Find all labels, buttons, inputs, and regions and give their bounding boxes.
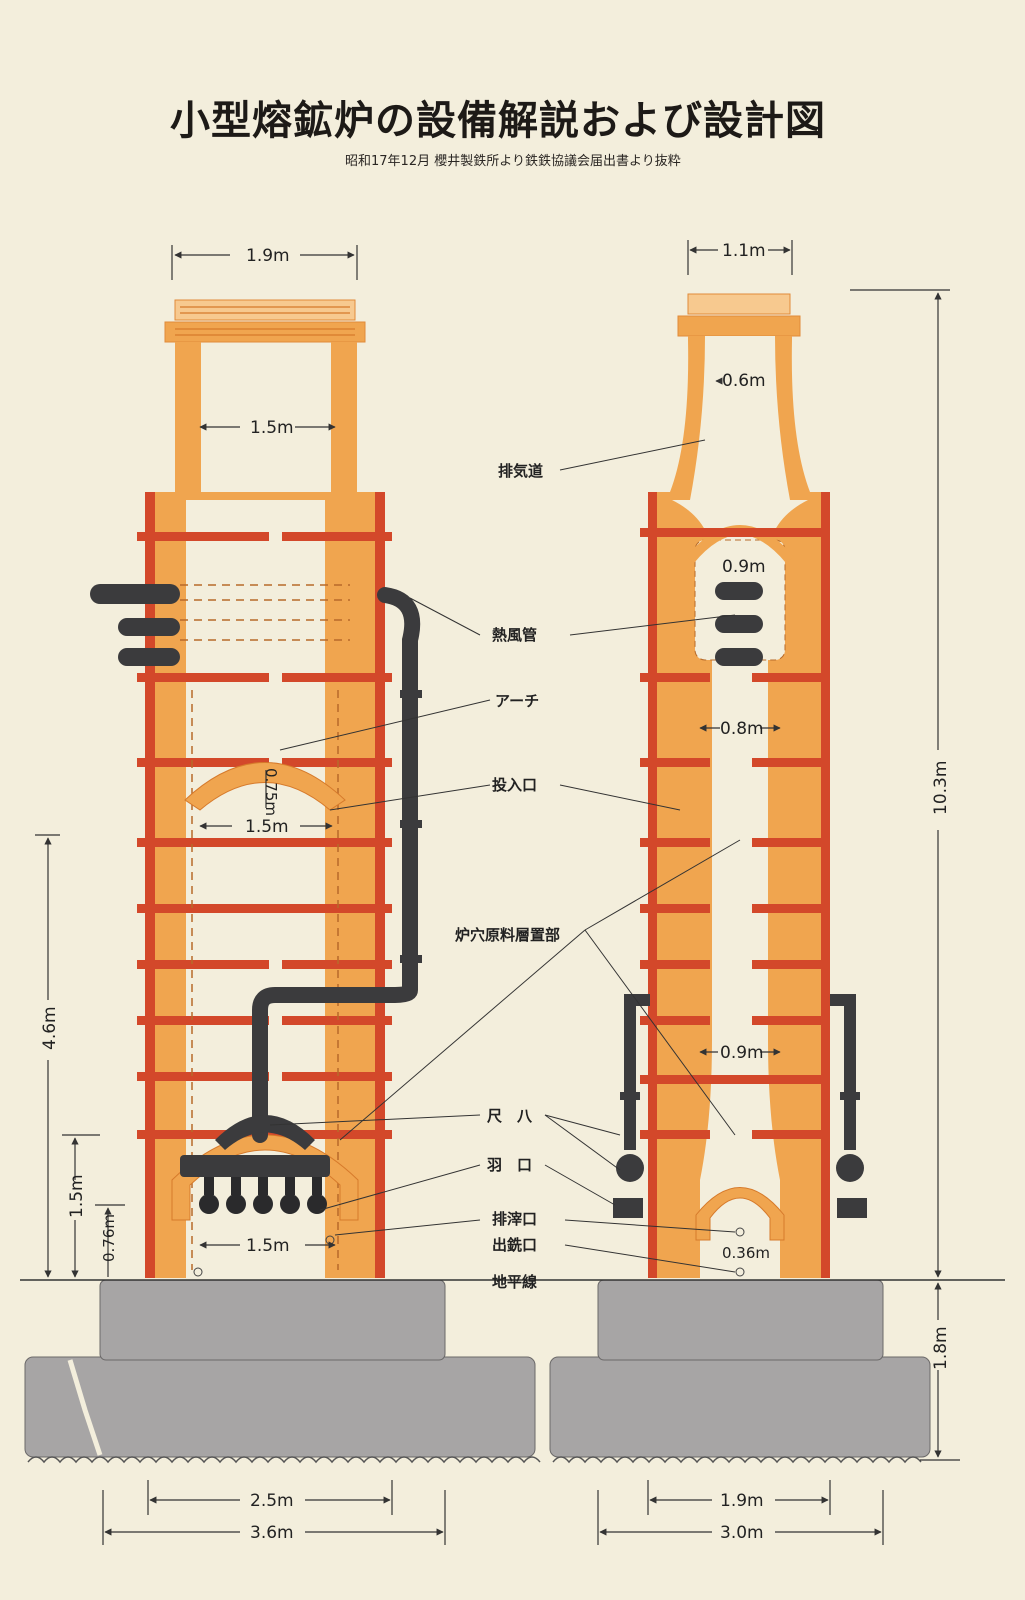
left-top-width: 1.9m — [246, 246, 290, 266]
left-inner-width: 1.5m — [250, 418, 294, 438]
label-hot-blast-pipe: 熱風管 — [492, 626, 537, 644]
right-base-inner: 1.9m — [720, 1491, 764, 1511]
left-arch-height: 0.75m — [262, 768, 280, 816]
right-dimension-lines — [597, 240, 960, 1545]
right-hearth: 0.36m — [722, 1244, 770, 1262]
right-foundation-height: 1.8m — [931, 1326, 951, 1370]
label-slag-hole: 排滓口 — [492, 1210, 537, 1228]
left-height-0-76: 0.76m — [100, 1214, 118, 1262]
leader-lines — [269, 439, 741, 1273]
left-foundation-upper — [99, 1279, 446, 1361]
page-subtitle: 昭和17年12月 櫻井製鉄所より鉄鉄協議会届出書より抜粋 — [345, 154, 681, 169]
right-foundation-lower — [549, 1356, 931, 1458]
label-arch: アーチ — [495, 692, 539, 710]
left-downcomer — [252, 587, 421, 1143]
left-dimension-lines — [35, 245, 446, 1545]
right-lower: 0.9m — [720, 1043, 764, 1063]
right-base-outer: 3.0m — [720, 1523, 764, 1543]
left-height-1-5: 1.5m — [67, 1174, 87, 1218]
left-foundation-lower — [24, 1356, 536, 1458]
right-total-height: 10.3m — [931, 761, 951, 815]
label-charging-port: 投入口 — [492, 776, 537, 794]
left-height-4-6: 4.6m — [40, 1006, 60, 1050]
right-hearth-arch — [695, 1187, 785, 1241]
label-exhaust: 排気道 — [498, 462, 543, 480]
label-tuyere: 羽 口 — [487, 1156, 532, 1174]
label-shakuhachi: 尺 八 — [487, 1107, 533, 1125]
label-material-layer: 炉穴原料層置部 — [455, 926, 560, 944]
label-tap-hole: 出銑口 — [492, 1236, 537, 1254]
left-hot-blast-pipes — [90, 584, 180, 666]
label-ground-line: 地平線 — [492, 1273, 537, 1291]
left-tuyeres — [199, 1177, 327, 1214]
left-hearth-width: 1.5m — [246, 1236, 290, 1256]
right-foundation-upper — [597, 1279, 884, 1361]
left-arch-width: 1.5m — [245, 817, 289, 837]
left-stone-bed — [27, 1456, 541, 1464]
right-furnace — [549, 293, 931, 1464]
right-hot-blast-pipes — [715, 582, 763, 666]
left-arch — [184, 762, 346, 811]
right-top-width: 1.1m — [722, 241, 766, 261]
left-furnace — [24, 299, 541, 1464]
right-mid: 0.8m — [720, 719, 764, 739]
right-bands — [640, 528, 830, 1139]
left-base-outer: 3.6m — [250, 1523, 294, 1543]
page-title: 小型熔鉱炉の設備解説および設計図 — [170, 98, 826, 144]
right-upper: 0.9m — [722, 557, 766, 577]
left-base-inner: 2.5m — [250, 1491, 294, 1511]
right-throat: 0.6m — [722, 371, 766, 391]
